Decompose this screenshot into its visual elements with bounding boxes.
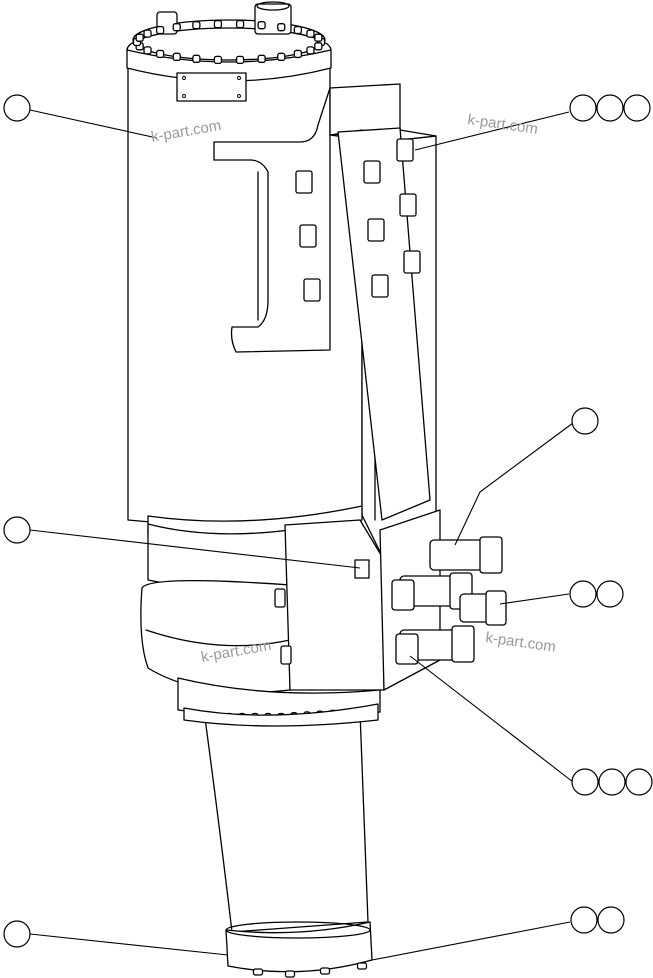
bolt-head: [306, 46, 315, 55]
bolt-head: [295, 170, 313, 194]
bolt-head: [284, 970, 296, 978]
bolt-head: [274, 588, 286, 608]
callout-bubble: [570, 906, 598, 934]
lower-cylinder: [183, 703, 379, 973]
bolt-head: [213, 19, 223, 29]
bolt-head: [252, 968, 264, 976]
callout-bubble: [3, 94, 31, 122]
bolt-head: [277, 23, 286, 32]
callout-H: [570, 906, 625, 934]
bolt-head: [303, 278, 321, 302]
bolt-head: [293, 49, 303, 59]
callout-G: [3, 920, 31, 948]
callout-bubble: [569, 94, 597, 122]
bolt-head: [293, 25, 303, 35]
bolt-head: [135, 33, 144, 42]
callout-bubble: [571, 768, 599, 796]
bolt-head: [299, 224, 317, 248]
bolt-head: [143, 46, 152, 55]
bolt-head: [192, 54, 201, 63]
callout-E: [569, 580, 624, 608]
bottom-cap-bolts: [252, 962, 368, 978]
watermark-text: k-part.com: [466, 111, 539, 138]
bolt-head: [257, 54, 266, 63]
bolt-head: [403, 250, 421, 274]
bolt-head: [155, 25, 165, 35]
callout-A: [3, 94, 31, 122]
callout-bubble: [596, 94, 624, 122]
callout-bubble: [598, 768, 626, 796]
bolt-head: [371, 274, 389, 298]
callout-B: [569, 94, 651, 122]
bolt-head: [172, 23, 181, 32]
watermark-text: k-part.com: [484, 629, 557, 656]
bolt-head: [363, 160, 381, 184]
bolt-head: [280, 645, 292, 665]
hydraulic-fittings: [391, 536, 507, 665]
callout-bubble: [3, 516, 31, 544]
callout-bubble: [597, 906, 625, 934]
callout-C: [571, 407, 599, 435]
mounting-plate-bolts: [295, 138, 421, 302]
bolt-head: [396, 138, 414, 162]
bolt-head: [143, 29, 152, 38]
callout-bubble: [3, 920, 31, 948]
callout-bubble: [569, 580, 597, 608]
callout-D: [3, 516, 31, 544]
mounting-bracket: [213, 83, 437, 561]
bolt-head: [399, 193, 417, 217]
bolt-head: [367, 218, 385, 242]
bolt-head: [155, 49, 165, 59]
leader-lines: [29, 109, 574, 961]
bolt-head: [235, 19, 245, 29]
callout-bubble: [596, 580, 624, 608]
bolt-head: [314, 33, 323, 42]
bolt-head: [257, 21, 266, 30]
callout-bubble: [623, 94, 651, 122]
callout-F: [571, 768, 653, 796]
bolt-head: [172, 52, 181, 61]
bolt-head: [213, 55, 223, 65]
bolt-head: [319, 967, 331, 975]
bolt-head: [235, 55, 245, 65]
bolt-head: [277, 52, 286, 61]
center-collar: [140, 505, 441, 718]
bolt-head: [314, 42, 323, 51]
bolt-head: [356, 962, 368, 970]
callout-bubble: [571, 407, 599, 435]
top-flange-bolts: [132, 19, 326, 65]
bolt-head: [192, 21, 201, 30]
callout-bubble: [625, 768, 653, 796]
bolt-head: [306, 29, 315, 38]
